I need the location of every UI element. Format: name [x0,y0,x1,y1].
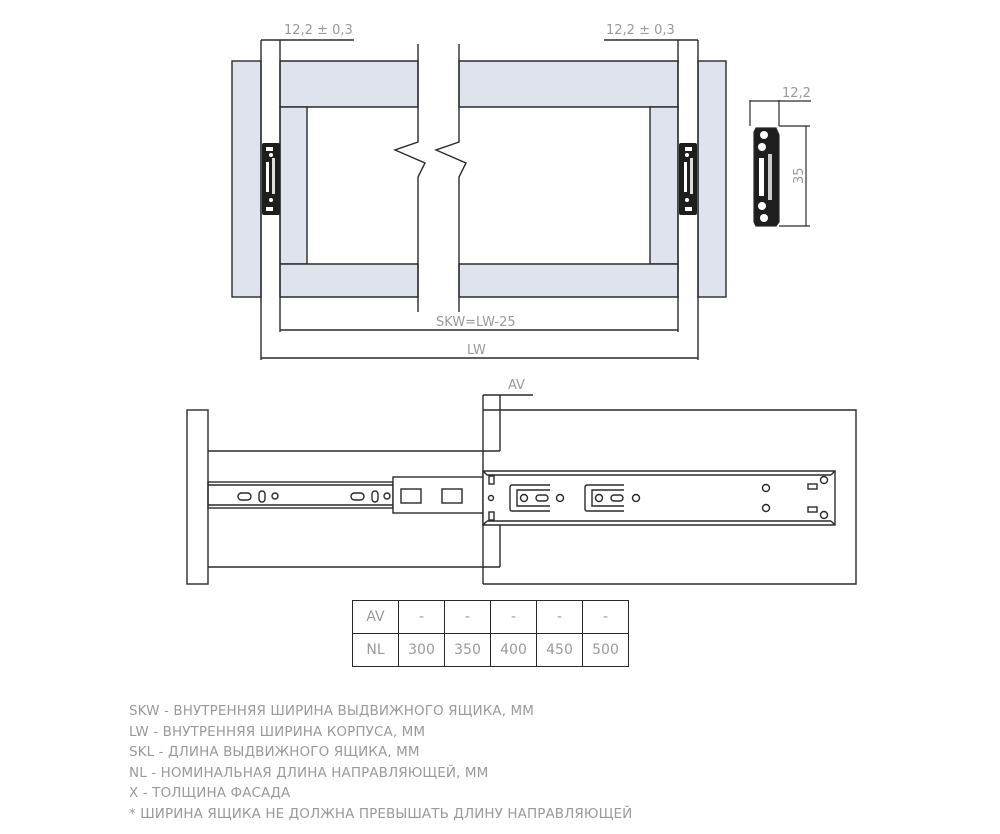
left-runner-section [262,143,280,215]
legend-note: * ШИРИНА ЯЩИКА НЕ ДОЛЖНА ПРЕВЫШАТЬ ДЛИНУ… [129,805,633,822]
row-label: AV [352,600,399,634]
right-runner-section [679,143,697,215]
table-row-av: AV - - - - - [352,600,629,634]
top-view [231,39,727,360]
row-label: NL [352,633,399,667]
table-row-nl: NL 300 350 400 450 500 [352,633,629,667]
legend-line-skl: SKL - ДЛИНА ВЫДВИЖНОГО ЯЩИКА, ММ [129,744,420,760]
cell: 450 [536,633,583,667]
legend-line-nl: NL - НОМИНАЛЬНАЯ ДЛИНА НАПРАВЛЯЮЩЕЙ, ММ [129,764,489,781]
lw-dimension: LW [467,343,486,358]
right-gap-dimension: 12,2 ± 0,3 [606,23,675,38]
cell: 300 [398,633,445,667]
av-dimension: AV [508,378,525,393]
cell: 400 [490,633,537,667]
cell: - [444,600,491,634]
left-gap-dimension: 12,2 ± 0,3 [284,23,353,38]
right-cabinet-panel [697,60,727,298]
cell: 500 [582,633,629,667]
legend-line-skw: SKW - ВНУТРЕННЯЯ ШИРИНА ВЫДВИЖНОГО ЯЩИКА… [129,703,534,719]
legend: SKW - ВНУТРЕННЯЯ ШИРИНА ВЫДВИЖНОГО ЯЩИКА… [129,701,632,824]
skw-dimension: SKW=LW-25 [436,315,516,330]
left-cabinet-panel [231,60,262,298]
cell: - [582,600,629,634]
cell: - [490,600,537,634]
spec-table: AV - - - - - NL 300 350 400 450 500 [352,600,629,667]
cell: - [398,600,445,634]
cell: - [536,600,583,634]
profile-width-dimension: 12,2 [782,86,811,101]
legend-line-lw: LW - ВНУТРЕННЯЯ ШИРИНА КОРПУСА, ММ [129,723,426,740]
side-view [186,394,857,585]
cell: 350 [444,633,491,667]
runner-profile [749,100,811,227]
legend-line-x: X - ТОЛЩИНА ФАСАДА [129,785,291,801]
profile-height-dimension: 35 [792,167,807,184]
